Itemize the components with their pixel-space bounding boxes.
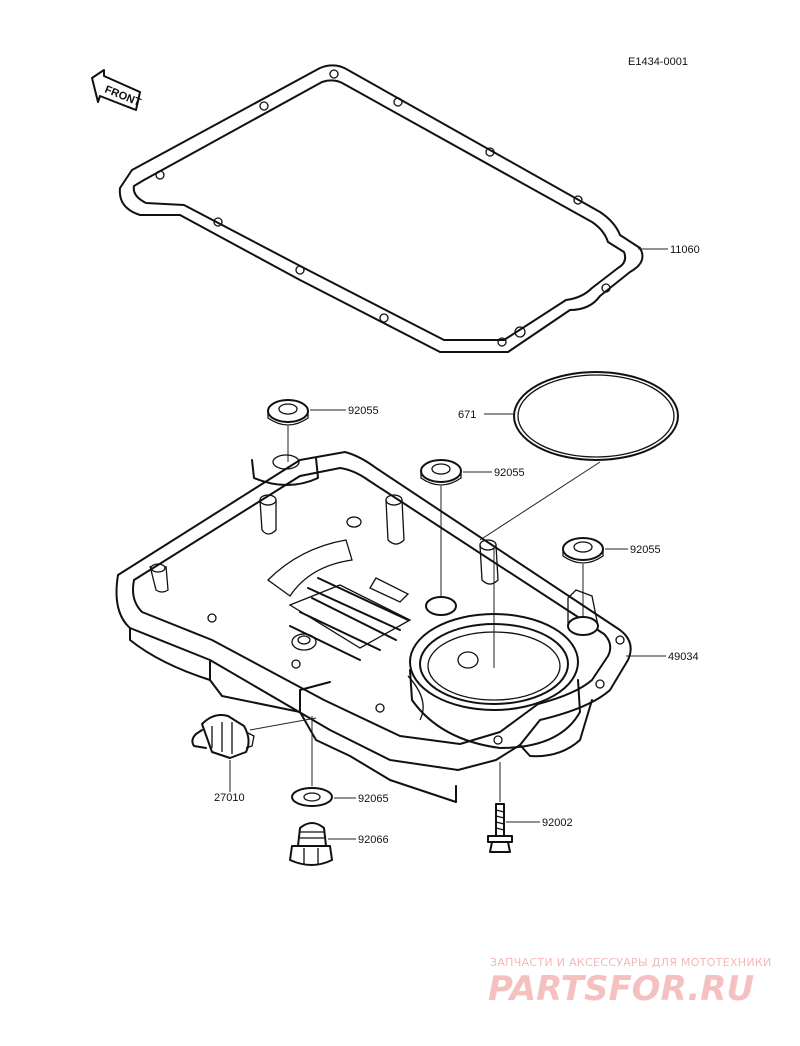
callout-92055-b: 92055 bbox=[494, 467, 525, 479]
watermark-tagline: ЗАПЧАСТИ И АКСЕССУАРЫ ДЛЯ МОТОТЕХНИКИ bbox=[490, 956, 772, 969]
washer-92055-c bbox=[562, 537, 604, 564]
washer-92055-a bbox=[267, 399, 309, 426]
drain-plug bbox=[289, 822, 333, 866]
oil-pan bbox=[115, 451, 632, 803]
watermark: ЗАПЧАСТИ И АКСЕССУАРЫ ДЛЯ МОТОТЕХНИКИ PA… bbox=[488, 956, 772, 1009]
callout-92055-a: 92055 bbox=[348, 405, 379, 417]
oil-pressure-switch bbox=[191, 714, 255, 759]
callout-92066: 92066 bbox=[358, 834, 389, 846]
callout-49034: 49034 bbox=[668, 651, 699, 663]
callout-27010: 27010 bbox=[214, 792, 245, 804]
front-arrow-icon: FRONT bbox=[91, 69, 143, 111]
diagram-code: E1434-0001 bbox=[628, 56, 688, 68]
o-ring bbox=[513, 371, 679, 461]
callout-92055-c: 92055 bbox=[630, 544, 661, 556]
watermark-logo: PARTSFOR.RU bbox=[488, 969, 754, 1009]
callout-11060: 11060 bbox=[670, 244, 700, 256]
flange-bolt bbox=[487, 803, 513, 853]
callout-92065: 92065 bbox=[358, 793, 389, 805]
oil-pan-gasket bbox=[118, 64, 644, 353]
callout-92002: 92002 bbox=[542, 817, 573, 829]
callout-671: 671 bbox=[458, 409, 476, 421]
washer-92055-b bbox=[420, 459, 462, 486]
drain-washer bbox=[291, 787, 333, 807]
